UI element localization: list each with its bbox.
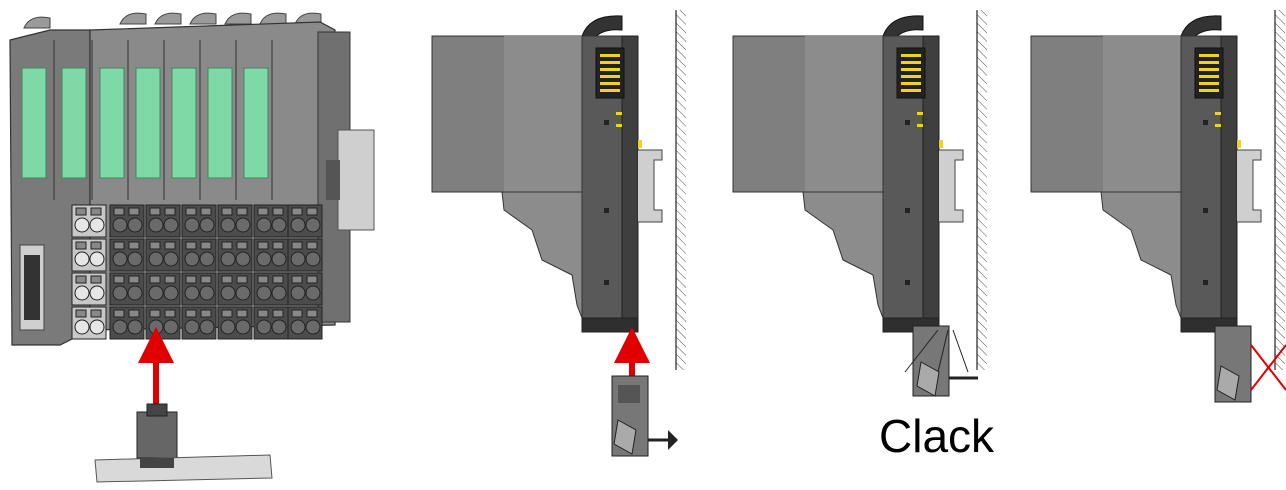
lock-slider <box>1214 325 1252 403</box>
din-rail-clamp <box>939 149 964 223</box>
head-module-socket <box>19 244 45 331</box>
terminal <box>71 272 107 306</box>
terminal <box>287 238 323 272</box>
terminal <box>181 204 217 238</box>
terminal <box>145 272 181 306</box>
module-front-steps <box>802 191 884 319</box>
terminal <box>253 204 289 238</box>
module-front-steps <box>501 191 583 319</box>
terminal <box>71 306 107 340</box>
panel-2-side-view <box>431 10 686 457</box>
terminal <box>181 238 217 272</box>
wall-hatch <box>676 10 686 370</box>
wall-hatch <box>977 10 987 370</box>
right-connector <box>326 129 375 231</box>
terminal <box>109 204 145 238</box>
terminal <box>71 204 107 238</box>
din-rail-clamp <box>1237 149 1262 223</box>
terminal <box>109 306 145 340</box>
terminal <box>217 238 253 272</box>
panel-1-module-assembly <box>9 12 375 483</box>
terminal <box>145 238 181 272</box>
top-clips <box>23 12 322 29</box>
terminal <box>217 272 253 306</box>
terminal <box>145 204 181 238</box>
terminal <box>287 272 323 306</box>
red-x-cross-icon <box>1250 344 1286 391</box>
panel-4-locked <box>1030 10 1286 403</box>
wall-hatch <box>1275 10 1285 370</box>
label-strips <box>21 67 269 179</box>
terminal <box>217 306 253 340</box>
terminal <box>109 238 145 272</box>
module-separators <box>53 40 273 200</box>
terminal <box>217 204 253 238</box>
clack-label: Clack <box>879 410 995 462</box>
terminal <box>287 204 323 238</box>
terminal <box>145 306 181 340</box>
din-rail-clamp <box>638 149 663 223</box>
terminal <box>253 306 289 340</box>
terminal <box>253 238 289 272</box>
bus-connector <box>94 403 273 483</box>
panel-3-clack: Clack <box>732 10 995 462</box>
terminal <box>181 272 217 306</box>
terminal <box>253 272 289 306</box>
terminal <box>181 306 217 340</box>
terminal <box>71 238 107 272</box>
lock-slider <box>904 325 978 397</box>
lock-slider <box>611 375 678 457</box>
module-front-steps <box>1100 191 1182 319</box>
terminal <box>287 306 323 340</box>
terminal <box>109 272 145 306</box>
